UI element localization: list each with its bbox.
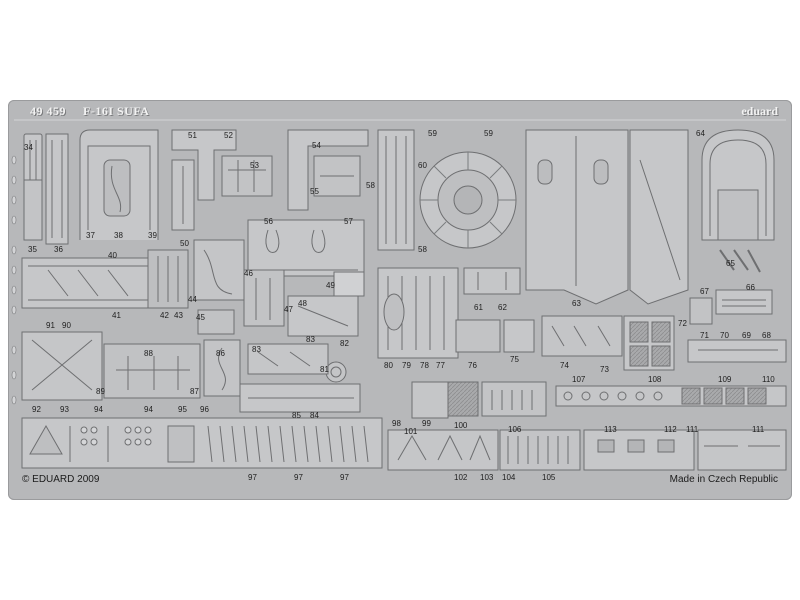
part-number: 88 (144, 349, 153, 358)
part-number: 108 (648, 375, 662, 384)
part-number: 95 (178, 405, 187, 414)
part-number: 69 (742, 331, 751, 340)
photo-etch-fret: 49 459 F-16I SUFA eduard 34 35 36 37 38 … (8, 100, 792, 500)
part-number: 111 (686, 425, 699, 434)
part-number: 40 (108, 251, 117, 260)
part-number: 56 (264, 217, 273, 226)
part-number: 58 (366, 181, 375, 190)
part-number: 87 (190, 387, 199, 396)
brand-logo: eduard (741, 104, 778, 118)
part-number: 79 (402, 361, 411, 370)
part-number: 105 (542, 473, 556, 482)
part-number: 51 (188, 131, 197, 140)
part-number: 59 (484, 129, 493, 138)
part-number: 76 (468, 361, 477, 370)
part-number: 91 (46, 321, 55, 330)
part-number: 109 (718, 375, 732, 384)
copyright-text: © EDUARD 2009 (22, 474, 100, 485)
part-number: 38 (114, 231, 123, 240)
part-number: 97 (340, 473, 349, 482)
part-number: 86 (216, 349, 225, 358)
part-number: 84 (310, 411, 319, 420)
part-number: 98 (392, 419, 401, 428)
part-number: 97 (294, 473, 303, 482)
part-number: 101 (404, 427, 418, 436)
part-number: 100 (454, 421, 468, 430)
part-number: 96 (200, 405, 209, 414)
part-number: 47 (284, 305, 293, 314)
part-number: 43 (174, 311, 183, 320)
part-number: 85 (292, 411, 301, 420)
part-number: 111 (752, 425, 765, 434)
part-number: 89 (96, 387, 105, 396)
part-number: 62 (498, 303, 507, 312)
part-number: 90 (62, 321, 71, 330)
part-number: 66 (746, 283, 755, 292)
part-number: 61 (474, 303, 483, 312)
part-number: 107 (572, 375, 586, 384)
part-number: 44 (188, 295, 197, 304)
part-number: 60 (418, 161, 427, 170)
part-number: 36 (54, 245, 63, 254)
part-number: 113 (604, 425, 617, 434)
part-number: 58 (418, 245, 427, 254)
part-number: 57 (344, 217, 353, 226)
part-number: 106 (508, 425, 522, 434)
fret-parts-drawing (11, 119, 787, 471)
part-number: 71 (700, 331, 709, 340)
part-number: 103 (480, 473, 494, 482)
part-number: 70 (720, 331, 729, 340)
part-number: 55 (310, 187, 319, 196)
part-number: 112 (664, 425, 677, 434)
part-number: 64 (696, 129, 705, 138)
part-number: 94 (144, 405, 153, 414)
part-number: 78 (420, 361, 429, 370)
part-number: 45 (196, 313, 205, 322)
part-number: 63 (572, 299, 581, 308)
part-number: 54 (312, 141, 321, 150)
part-number: 110 (762, 375, 775, 384)
part-number: 49 (326, 281, 335, 290)
part-number: 73 (600, 365, 609, 374)
origin-text: Made in Czech Republic (669, 474, 778, 485)
part-number: 65 (726, 259, 735, 268)
part-number: 46 (244, 269, 253, 278)
part-number: 50 (180, 239, 189, 248)
part-number: 93 (60, 405, 69, 414)
part-number: 74 (560, 361, 569, 370)
part-number: 92 (32, 405, 41, 414)
part-number: 83 (252, 345, 261, 354)
part-number: 94 (94, 405, 103, 414)
part-number: 39 (148, 231, 157, 240)
part-number: 72 (678, 319, 687, 328)
part-number: 35 (28, 245, 37, 254)
part-number: 82 (340, 339, 349, 348)
part-number: 77 (436, 361, 445, 370)
part-number: 83 (306, 335, 315, 344)
part-number: 42 (160, 311, 169, 320)
part-number: 104 (502, 473, 516, 482)
part-number: 41 (112, 311, 121, 320)
part-number: 37 (86, 231, 95, 240)
part-number: 75 (510, 355, 519, 364)
part-number: 81 (320, 365, 329, 374)
part-number: 67 (700, 287, 709, 296)
part-number: 52 (224, 131, 233, 140)
part-number: 97 (248, 473, 257, 482)
part-number: 48 (298, 299, 307, 308)
part-number: 80 (384, 361, 393, 370)
part-number: 68 (762, 331, 771, 340)
part-number: 59 (428, 129, 437, 138)
part-number: 34 (24, 143, 33, 152)
part-number: 102 (454, 473, 468, 482)
part-number: 53 (250, 161, 259, 170)
kit-code: 49 459 (30, 104, 66, 118)
kit-title: F-16I SUFA (83, 104, 150, 118)
part-number: 99 (422, 419, 431, 428)
